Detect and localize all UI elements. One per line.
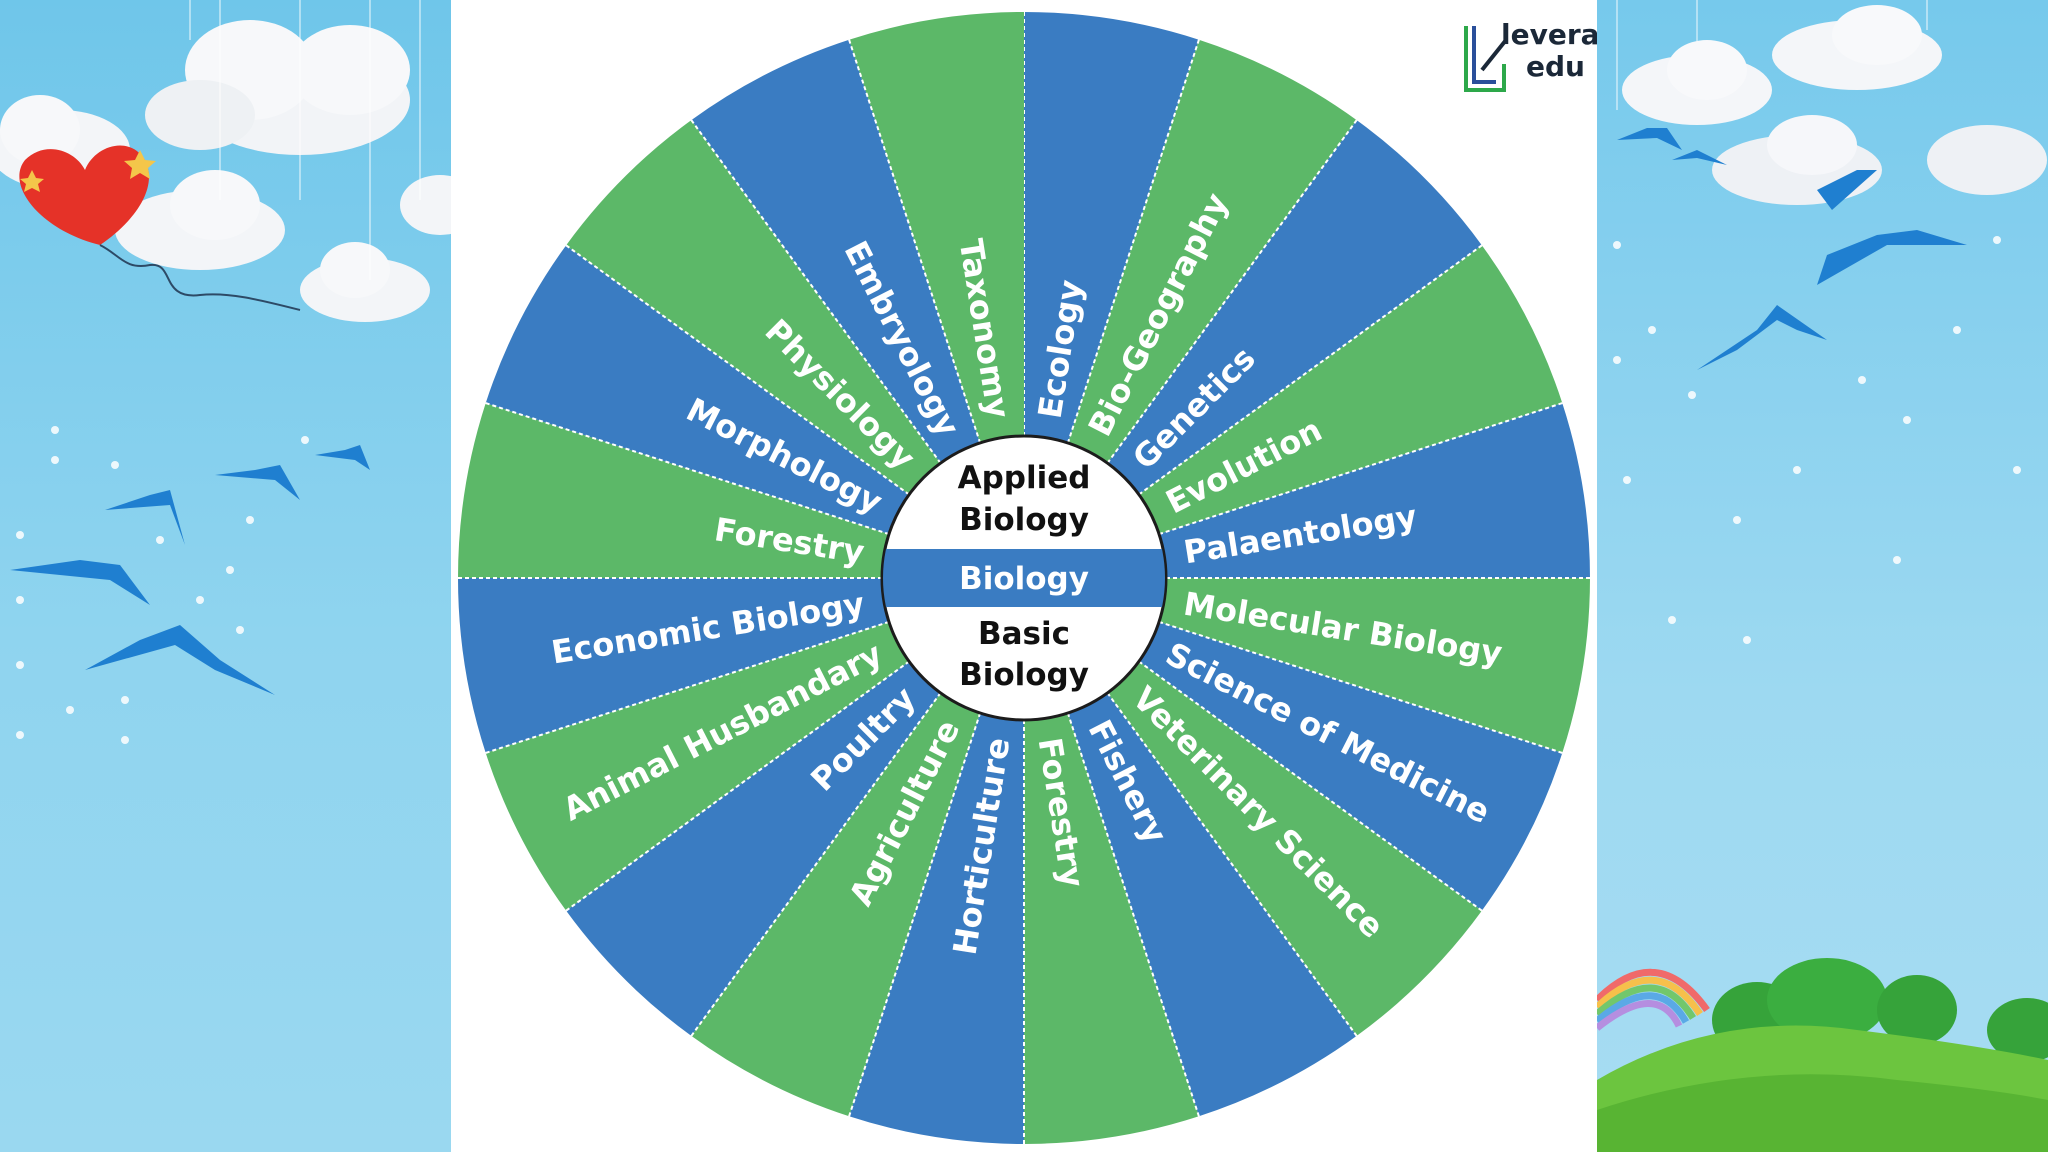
- segment-divider: [1158, 620, 1563, 754]
- wheel-segment: [1024, 12, 1199, 443]
- wheel-segment: [566, 661, 941, 1036]
- segment-divider: [565, 244, 910, 496]
- logo-text-line2: edu: [1526, 50, 1585, 83]
- wheel-segment: [1024, 713, 1199, 1144]
- wheel-segment: [485, 621, 910, 911]
- segment-divider: [848, 39, 982, 444]
- center-hub: Applied Biology Biology Basic Biology: [880, 434, 1168, 722]
- wheel-segment: [458, 403, 889, 578]
- segment-divider: [848, 712, 982, 1117]
- wheel-segment: [691, 39, 981, 464]
- wheel-segment: [1138, 621, 1563, 911]
- hub-band: [883, 549, 1165, 607]
- biology-branches-wheel: EcologyBio-GeographyGeneticsEvolutionPal…: [458, 12, 1590, 1144]
- segment-divider: [1066, 712, 1200, 1117]
- wheel-segment: [691, 692, 981, 1117]
- wheel-segment: [1107, 661, 1482, 1036]
- cloud-icon: [145, 20, 410, 155]
- wheel-segment: [849, 12, 1024, 443]
- cloud-icon: [115, 170, 285, 270]
- wheel-segment: [566, 120, 941, 495]
- wheel-segment: [1138, 245, 1563, 535]
- logo-mark-icon: [1464, 26, 1508, 92]
- segment-divider: [1158, 402, 1563, 536]
- segment-divider: [1138, 244, 1483, 496]
- segment-divider: [1106, 692, 1358, 1037]
- segment-divider: [1106, 119, 1358, 464]
- left-background-panel: [0, 0, 451, 1152]
- wheel-segment: [849, 713, 1024, 1144]
- segment-divider: [485, 620, 890, 754]
- leverage-edu-logo: leverage edu: [1460, 16, 1597, 106]
- wheel-segments: [458, 12, 1590, 1144]
- left-sky-illustration: [0, 0, 451, 744]
- wheel-segment: [485, 245, 910, 535]
- segment-divider: [690, 119, 942, 464]
- cloud-icon: [1622, 40, 1772, 125]
- cloud-icon: [300, 242, 430, 322]
- wheel-segment: [1159, 578, 1590, 753]
- segment-divider: [1066, 39, 1200, 444]
- wheel-segment: [1067, 692, 1357, 1117]
- segment-divider: [485, 402, 890, 536]
- rainbow-icon: [1597, 968, 1710, 1031]
- segment-divider: [690, 692, 942, 1037]
- green-hill-icon: [1597, 958, 2048, 1152]
- hub-biology-label: Biology: [959, 561, 1089, 597]
- hub-applied-line1: Applied: [958, 460, 1091, 496]
- cloud-icon: [1712, 115, 1882, 205]
- hanging-string-icon: [189, 0, 421, 280]
- hub-basic-line1: Basic: [978, 616, 1070, 652]
- hub-basic-line2: Biology: [959, 657, 1089, 693]
- hub-applied-line2: Biology: [959, 502, 1089, 538]
- wheel-segment: [458, 578, 889, 753]
- bird-icon: [1617, 128, 1967, 370]
- cloud-icon: [400, 175, 451, 235]
- segment-divider: [565, 660, 910, 912]
- bird-icon: [10, 445, 370, 695]
- heart-balloon-icon: [19, 145, 301, 311]
- wheel-segment: [1159, 403, 1590, 578]
- wheel-segment: [1107, 120, 1482, 495]
- cloud-icon: [1772, 5, 1942, 90]
- right-background-panel: [1597, 0, 2048, 1152]
- cloud-icon: [1927, 125, 2047, 195]
- snow-dots-icon: [1613, 236, 2021, 644]
- right-sky-illustration: [1597, 0, 2048, 1152]
- snow-dots-icon: [16, 426, 309, 744]
- wheel-segment: [1067, 39, 1357, 464]
- logo-text-line1: leverage: [1501, 18, 1597, 51]
- segment-divider: [1138, 660, 1483, 912]
